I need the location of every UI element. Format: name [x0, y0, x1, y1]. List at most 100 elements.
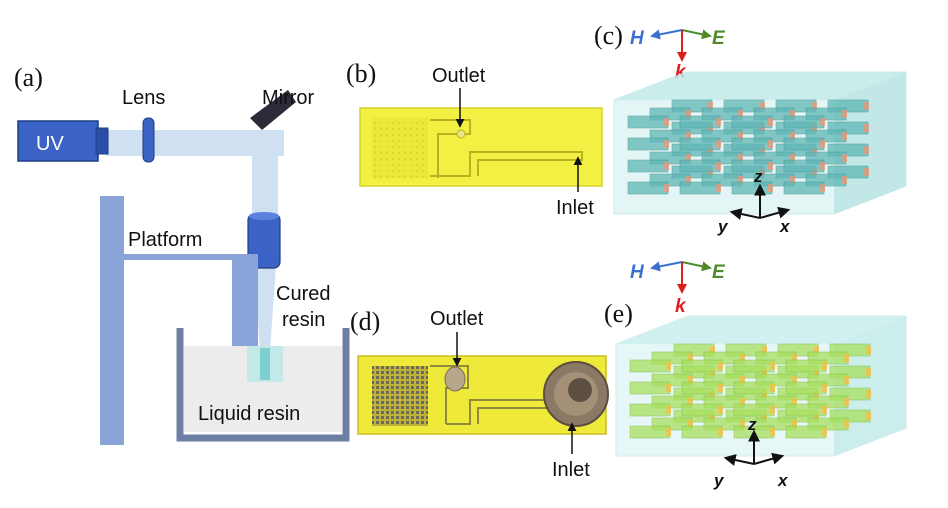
resonator-tip	[718, 406, 723, 414]
resonator-tip	[666, 384, 671, 392]
resonator-tip	[790, 154, 795, 162]
cube-e-resonators	[629, 343, 871, 439]
resonator-tip	[688, 376, 693, 384]
liquid-resin-label: Liquid resin	[198, 403, 300, 425]
h-field-label: H	[630, 28, 645, 49]
coord-axes-c: z x y	[717, 167, 791, 236]
mirror-label: Mirror	[262, 87, 315, 109]
resonator-tip	[716, 184, 721, 192]
panel-d-device: (d) Outlet Inlet	[350, 307, 609, 481]
resonator-bar	[627, 181, 669, 195]
resonator-bar	[783, 115, 825, 129]
x-axis-label-e: x	[777, 471, 789, 490]
resonator-bar	[681, 403, 723, 417]
resonator-tip	[820, 118, 825, 126]
resonator-tip	[770, 428, 775, 436]
e-field-label: E	[712, 28, 726, 49]
resonator-tip	[708, 102, 713, 110]
resonator-tip	[688, 398, 693, 406]
resonator-bar	[627, 137, 669, 151]
z-axis-label-c: z	[753, 167, 763, 186]
resonator-bar	[681, 359, 723, 373]
device-b-inlet-label: Inlet	[556, 197, 594, 219]
resonator-tip	[822, 428, 827, 436]
resonator-tip	[768, 140, 773, 148]
wave-axes-e: H E k	[630, 261, 726, 317]
resonator-tip	[716, 140, 721, 148]
resonator-tip	[864, 168, 869, 176]
panel-e-model: (e) H E k z x y	[604, 261, 907, 490]
resonator-tip	[664, 184, 669, 192]
resonator-tip	[790, 110, 795, 118]
h-field-label-e: H	[630, 262, 645, 283]
resin-vat	[176, 328, 350, 442]
inlet-fitting	[543, 361, 609, 427]
resonator-tip	[866, 368, 871, 376]
resonator-tip	[844, 354, 849, 362]
resonator-bar	[785, 359, 827, 373]
resonator-tip	[686, 132, 691, 140]
panel-b-label: (b)	[346, 59, 376, 88]
resonator-bar	[681, 425, 723, 439]
resonator-tip	[866, 412, 871, 420]
vertical-light-beam	[252, 130, 278, 220]
resonator-tip	[866, 390, 871, 398]
resonator-bar	[785, 403, 827, 417]
resonator-tip	[820, 184, 825, 192]
resonator-tip	[770, 362, 775, 370]
resonator-tip	[812, 102, 817, 110]
device-b-channel-inlet	[430, 151, 583, 177]
resonator-bar	[681, 381, 723, 395]
resonator-tip	[792, 354, 797, 362]
resonator-tip	[740, 420, 745, 428]
resonator-tip	[718, 384, 723, 392]
k-vector-label-e: k	[675, 296, 687, 317]
resonator-tip	[738, 154, 743, 162]
resonator-bar	[733, 359, 775, 373]
resonator-tip	[768, 184, 773, 192]
resonator-bar	[783, 137, 825, 151]
resonator-tip	[718, 428, 723, 436]
resonator-tip	[688, 354, 693, 362]
uv-lamp: UV	[17, 120, 109, 162]
y-axis-label-e: y	[713, 471, 725, 490]
resonator-tip	[738, 176, 743, 184]
resonator-bar	[731, 181, 773, 195]
resonator-tip	[864, 124, 869, 132]
resonator-tip	[770, 384, 775, 392]
mirror	[250, 90, 296, 130]
resonator-bar	[679, 137, 721, 151]
panel-c-label: (c)	[594, 21, 623, 50]
resonator-tip	[686, 176, 691, 184]
panel-e-label: (e)	[604, 299, 633, 328]
platform-label: Platform	[128, 229, 202, 251]
resonator-tip	[866, 346, 871, 354]
resonator-bar	[731, 115, 773, 129]
resonator-tip	[740, 398, 745, 406]
lens	[142, 117, 155, 163]
resonator-bar	[629, 403, 671, 417]
resonator-bar	[629, 359, 671, 373]
lens-label: Lens	[122, 87, 165, 109]
device-d-outlet-droplet	[444, 366, 466, 392]
panel-b-device: (b) Outlet Inlet	[346, 59, 603, 219]
resonator-bar	[731, 159, 773, 173]
coord-axes-e: z x y	[713, 415, 789, 490]
resonator-tip	[664, 140, 669, 148]
resonator-tip	[738, 110, 743, 118]
resonator-tip	[790, 176, 795, 184]
panel-d-label: (d)	[350, 307, 380, 336]
resonator-tip	[792, 376, 797, 384]
resonator-tip	[664, 162, 669, 170]
cured-resin-label-line1: Cured	[276, 283, 330, 305]
resonator-tip	[686, 154, 691, 162]
cured-part-core	[260, 348, 270, 380]
z-axis-label-e: z	[747, 415, 757, 434]
resonator-tip	[820, 140, 825, 148]
resonator-tip	[710, 346, 715, 354]
x-axis-label-c: x	[779, 217, 791, 236]
resonator-tip	[686, 110, 691, 118]
resonator-tip	[842, 176, 847, 184]
cured-resin-label-line2: resin	[282, 309, 325, 331]
